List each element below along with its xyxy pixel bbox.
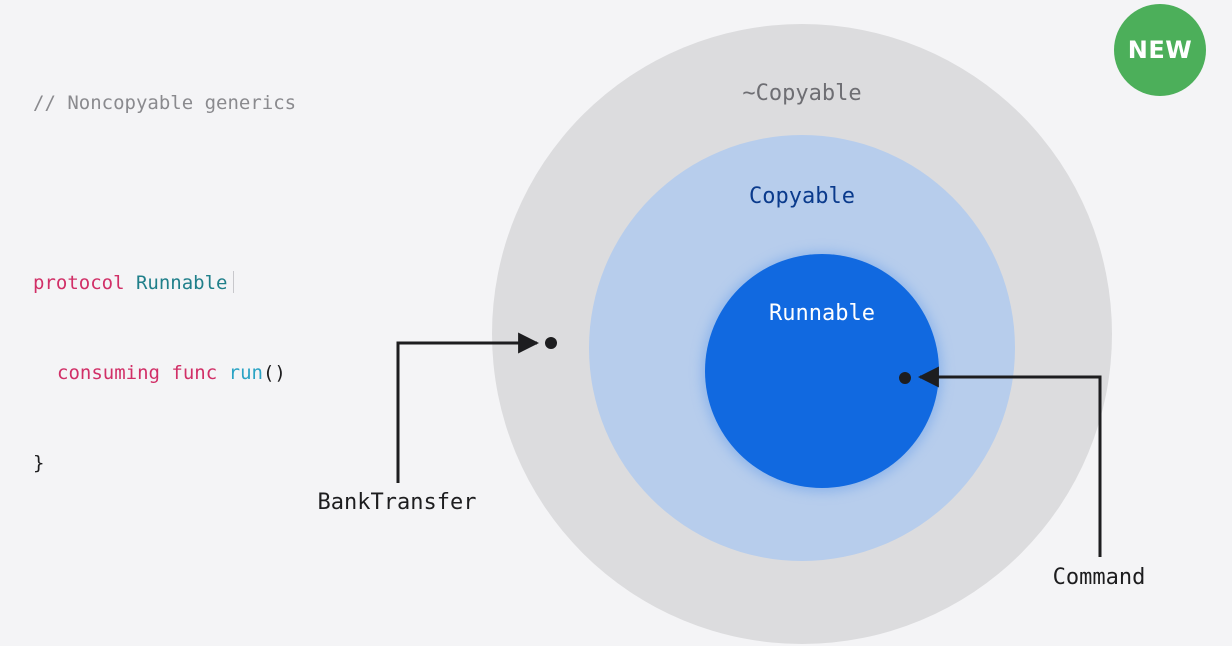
code-comment-line: // Noncopyable generics — [33, 88, 296, 118]
text-cursor — [233, 271, 235, 293]
banktransfer-arrow — [396, 332, 540, 483]
banktransfer-point — [545, 337, 557, 349]
keyword-consuming: consuming — [57, 362, 160, 384]
copyable-label: Copyable — [749, 184, 855, 209]
noncopyable-label: ~Copyable — [742, 81, 861, 106]
runnable-set-circle — [705, 254, 939, 488]
code-func-line: consuming func run() — [33, 358, 296, 388]
closing-brace: } — [33, 452, 45, 474]
command-label: Command — [1053, 565, 1146, 590]
new-badge: NEW — [1114, 4, 1206, 96]
code-snippet: // Noncopyable generics protocol Runnabl… — [33, 28, 296, 538]
command-point — [899, 372, 911, 384]
keyword-func: func — [171, 362, 218, 384]
code-protocol-line: protocol Runnable — [33, 268, 296, 298]
function-parens: () — [262, 362, 286, 384]
code-comment: // Noncopyable generics — [33, 92, 297, 114]
new-badge-label: NEW — [1127, 36, 1193, 64]
banktransfer-label: BankTransfer — [318, 490, 477, 515]
command-arrow — [917, 366, 1102, 557]
keyword-protocol: protocol — [33, 272, 125, 294]
runnable-label: Runnable — [769, 301, 875, 326]
function-name: run — [228, 362, 263, 384]
protocol-name: Runnable — [135, 272, 228, 294]
code-close-line: } — [33, 448, 296, 478]
